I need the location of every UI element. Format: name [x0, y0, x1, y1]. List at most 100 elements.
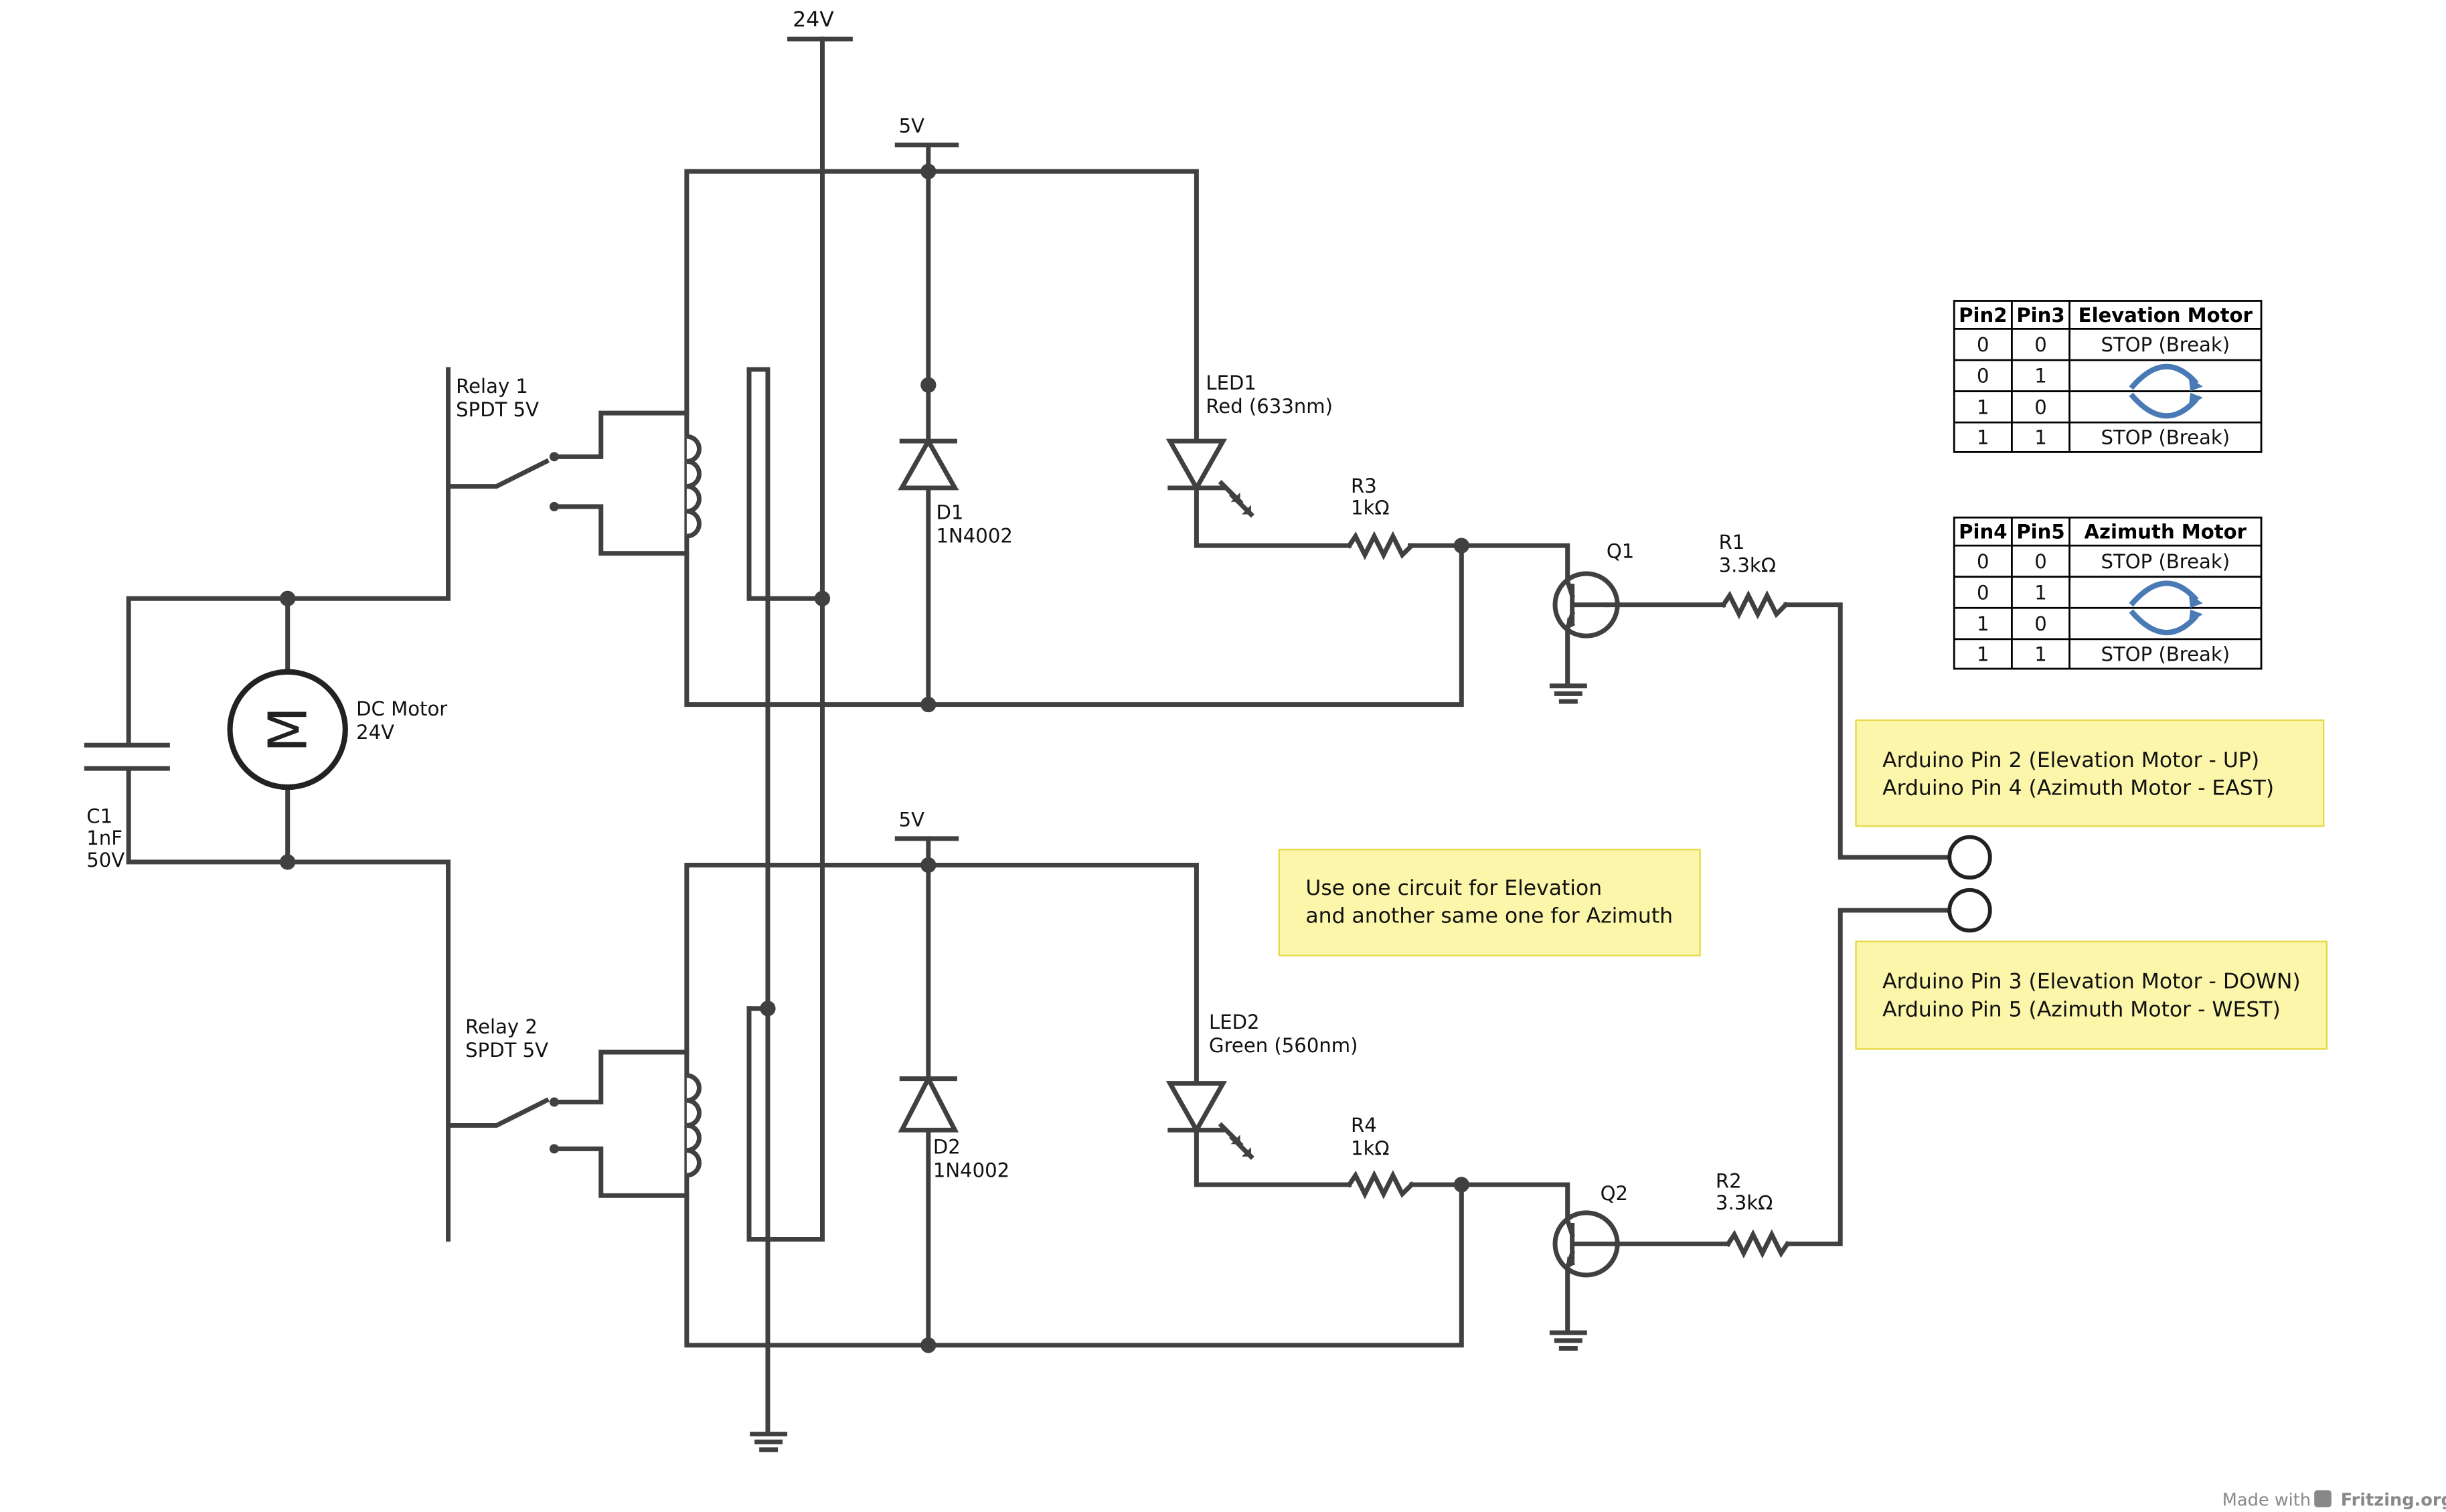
note-line: Arduino Pin 4 (Azimuth Motor - EAST) — [1882, 776, 2274, 801]
rotate-clockwise-icon — [2129, 580, 2203, 608]
table-header: Azimuth Motor — [2085, 521, 2247, 543]
diode-d2: D2 1N4002 — [898, 1073, 1009, 1181]
note-line: Arduino Pin 5 (Azimuth Motor - WEST) — [1882, 997, 2281, 1021]
label-r3-value: 1kΩ — [1351, 497, 1390, 519]
rotate-counterclockwise-icon — [2129, 609, 2203, 636]
transistor-q1: Q1 — [1552, 540, 1634, 639]
table-cell: 1 — [1977, 643, 1989, 665]
table-header: Pin4 — [1959, 521, 2007, 543]
label-r2-value: 3.3kΩ — [1716, 1191, 1773, 1214]
resistor-r1: R1 3.3kΩ — [1719, 531, 1789, 620]
supply-5v-top: 5V — [894, 114, 959, 148]
note-usage: Use one circuit for Elevation and anothe… — [1278, 849, 1701, 956]
note-line: and another same one for Azimuth — [1305, 904, 1673, 928]
diode-d1: D1 1N4002 — [898, 436, 1013, 547]
label-led1-spec: Red (633nm) — [1206, 395, 1333, 418]
label-relay1: Relay 1 — [456, 375, 528, 398]
arduino-pin-up-terminal[interactable] — [1947, 835, 1992, 880]
table-cell: 1 — [1977, 612, 1989, 635]
label-q1: Q1 — [1607, 540, 1634, 563]
relay-1: Relay 1 SPDT 5V — [446, 367, 825, 601]
table-header: Pin3 — [2016, 304, 2064, 327]
table-cell: 0 — [2034, 550, 2047, 573]
fritzing-watermark: Made with Fritzing.org — [2222, 1490, 2446, 1511]
table-cell: 1 — [1977, 396, 1989, 418]
label-d2: D2 — [933, 1135, 961, 1158]
label-relay2-spec: SPDT 5V — [465, 1039, 548, 1062]
table-cell: STOP (Break) — [2101, 426, 2230, 449]
table-cell: 1 — [2034, 643, 2047, 665]
junction-dots — [280, 163, 1469, 1353]
resistor-r2: R2 3.3kΩ — [1716, 1170, 1791, 1259]
note-line: Use one circuit for Elevation — [1305, 876, 1602, 900]
table-cell: 1 — [2034, 426, 2047, 449]
transistor-q2: Q2 — [1552, 1182, 1628, 1278]
label-r2: R2 — [1716, 1170, 1742, 1193]
dc-motor: M DC Motor 24V — [227, 669, 447, 790]
table-cell: STOP (Break) — [2101, 643, 2230, 665]
rotate-clockwise-icon — [2129, 363, 2203, 392]
label-r1-value: 3.3kΩ — [1719, 554, 1776, 577]
table-header: Elevation Motor — [2078, 304, 2253, 327]
label-c1: C1 — [86, 805, 112, 828]
table-cell: STOP (Break) — [2101, 550, 2230, 573]
fritzing-logo-icon — [2314, 1490, 2332, 1508]
label-q2: Q2 — [1601, 1182, 1628, 1205]
label-r3: R3 — [1351, 475, 1377, 497]
resistor-r4: R4 1kΩ — [1346, 1114, 1415, 1199]
led-led1: LED1 Red (633nm) — [1165, 371, 1333, 518]
label-led2: LED2 — [1209, 1011, 1260, 1033]
table-cell: 1 — [1977, 426, 1989, 449]
table-cell: 0 — [1977, 581, 1989, 604]
note-pin-down: Arduino Pin 3 (Elevation Motor - DOWN) A… — [1855, 940, 2328, 1050]
table-cell: 0 — [1977, 333, 1989, 356]
table-cell: STOP (Break) — [2101, 333, 2230, 356]
table-cell: 0 — [2034, 396, 2047, 418]
watermark-brand: Fritzing.org — [2341, 1491, 2446, 1511]
table-cell: 1 — [2034, 581, 2047, 604]
label-5v-bottom: 5V — [899, 808, 925, 831]
table-cell: 0 — [2034, 333, 2047, 356]
table-header: Pin2 — [1959, 304, 2007, 327]
table-header: Pin5 — [2016, 521, 2064, 543]
label-relay1-spec: SPDT 5V — [456, 398, 539, 421]
supply-24v: 24V — [787, 8, 853, 1242]
note-pin-up: Arduino Pin 2 (Elevation Motor - UP) Ard… — [1855, 719, 2325, 827]
capacitor-c1: C1 1nF 50V — [86, 805, 125, 871]
arduino-pin-down-terminal[interactable] — [1947, 888, 1992, 933]
label-motor-spec: 24V — [356, 721, 394, 744]
label-relay2: Relay 2 — [465, 1015, 538, 1038]
label-d2-part: 1N4002 — [933, 1159, 1009, 1181]
label-24v: 24V — [793, 8, 834, 32]
table-cell: 0 — [2034, 612, 2047, 635]
motor-symbol: M — [258, 707, 319, 752]
watermark-prefix: Made with — [2222, 1491, 2311, 1511]
note-line: Arduino Pin 3 (Elevation Motor - DOWN) — [1882, 970, 2301, 994]
label-c1-value: 1nF — [86, 827, 123, 849]
table-cell: 0 — [1977, 550, 1989, 573]
label-r4: R4 — [1351, 1114, 1377, 1137]
label-d1: D1 — [936, 501, 963, 524]
label-led1: LED1 — [1206, 371, 1256, 394]
supply-5v-bottom: 5V — [894, 808, 959, 841]
label-led2-spec: Green (560nm) — [1209, 1034, 1358, 1057]
label-d1-part: 1N4002 — [936, 524, 1012, 547]
led-led2: LED2 Green (560nm) — [1165, 1011, 1358, 1160]
label-c1-voltage: 50V — [86, 849, 125, 871]
label-r4-value: 1kΩ — [1351, 1137, 1390, 1160]
note-line: Arduino Pin 2 (Elevation Motor - UP) — [1882, 748, 2259, 772]
table-cell: 0 — [1977, 365, 1989, 388]
label-motor: DC Motor — [356, 697, 447, 720]
table-border — [1953, 300, 2263, 453]
relay-2: Relay 2 SPDT 5V — [446, 863, 825, 1242]
resistor-r3: R3 1kΩ — [1346, 475, 1418, 560]
label-r1: R1 — [1719, 531, 1745, 554]
table-cell: 1 — [2034, 365, 2047, 388]
label-5v-top: 5V — [899, 114, 925, 137]
table-border — [1953, 516, 2263, 670]
rotate-counterclockwise-icon — [2129, 392, 2203, 419]
